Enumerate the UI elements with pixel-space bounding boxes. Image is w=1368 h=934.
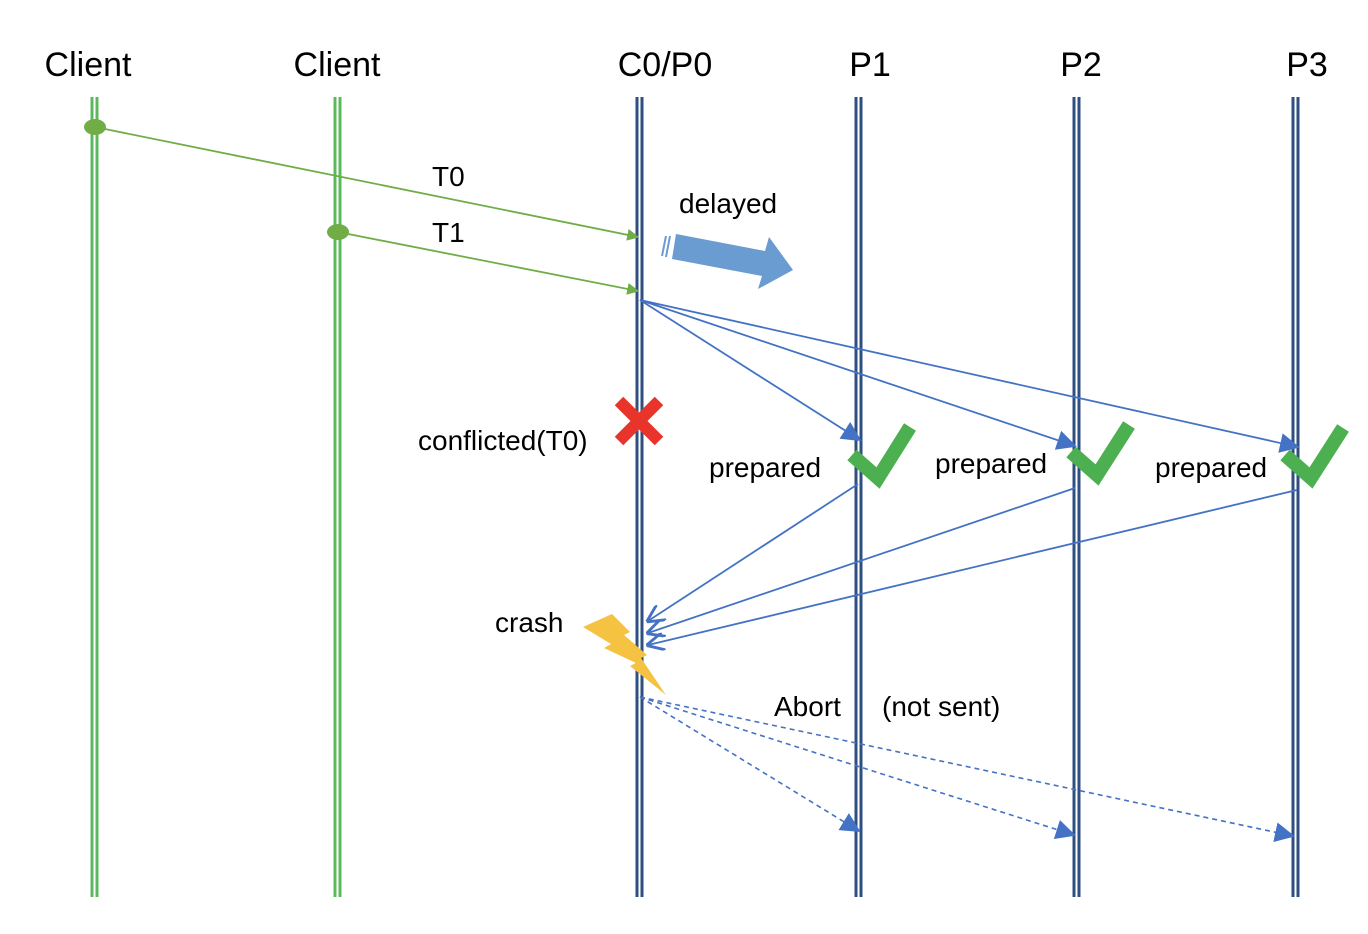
- lifeline-client-1: [90, 97, 99, 897]
- label-conflicted: conflicted(T0): [418, 425, 588, 456]
- label-crash: crash: [495, 607, 563, 638]
- abort-arrow-p1: [639, 696, 861, 833]
- lifeline-c0-p0: [635, 97, 644, 897]
- label-not-sent: (not sent): [882, 691, 1000, 722]
- lane-title-client-2: Client: [294, 46, 381, 84]
- lane-title-client-1: Client: [45, 46, 132, 84]
- response-arrow-p2: [648, 487, 1076, 633]
- lane-title-p3: P3: [1286, 46, 1328, 84]
- lane-title-p1: P1: [849, 46, 891, 84]
- lane-title-p2: P2: [1060, 46, 1102, 84]
- label-delayed: delayed: [679, 188, 777, 219]
- abort-arrow-p3: [639, 696, 1295, 843]
- delayed-arrow-icon: [661, 234, 793, 289]
- label-prepared-p2: prepared: [935, 448, 1047, 479]
- response-arrow-p1: [648, 483, 859, 621]
- label-t0: T0: [432, 161, 465, 192]
- prepare-arrow-p2: [639, 299, 1077, 450]
- lifeline-p3: [1291, 97, 1300, 897]
- abort-arrow-p2: [639, 696, 1076, 840]
- response-arrow-p3: [648, 489, 1298, 645]
- prepared-check-icon-p2: [1066, 421, 1135, 486]
- prepared-check-icon-p1: [847, 423, 916, 489]
- prepare-arrow-p1: [639, 299, 862, 442]
- label-t1: T1: [432, 217, 465, 248]
- label-abort: Abort: [774, 691, 841, 722]
- message-t1-arrow: [337, 231, 640, 295]
- lane-title-c0-p0: C0/P0: [618, 46, 713, 84]
- message-t0-arrow: [94, 126, 640, 241]
- crash-lightning-icon: [583, 614, 666, 695]
- conflict-x-icon: [614, 396, 664, 446]
- label-prepared-p3: prepared: [1155, 452, 1267, 483]
- prepare-arrow-p3: [639, 299, 1300, 453]
- lifeline-client-2: [333, 97, 342, 897]
- lifeline-p2: [1072, 97, 1081, 897]
- label-prepared-p1: prepared: [709, 452, 821, 483]
- prepared-check-icon-p3: [1280, 424, 1349, 489]
- lifeline-p1: [854, 97, 863, 897]
